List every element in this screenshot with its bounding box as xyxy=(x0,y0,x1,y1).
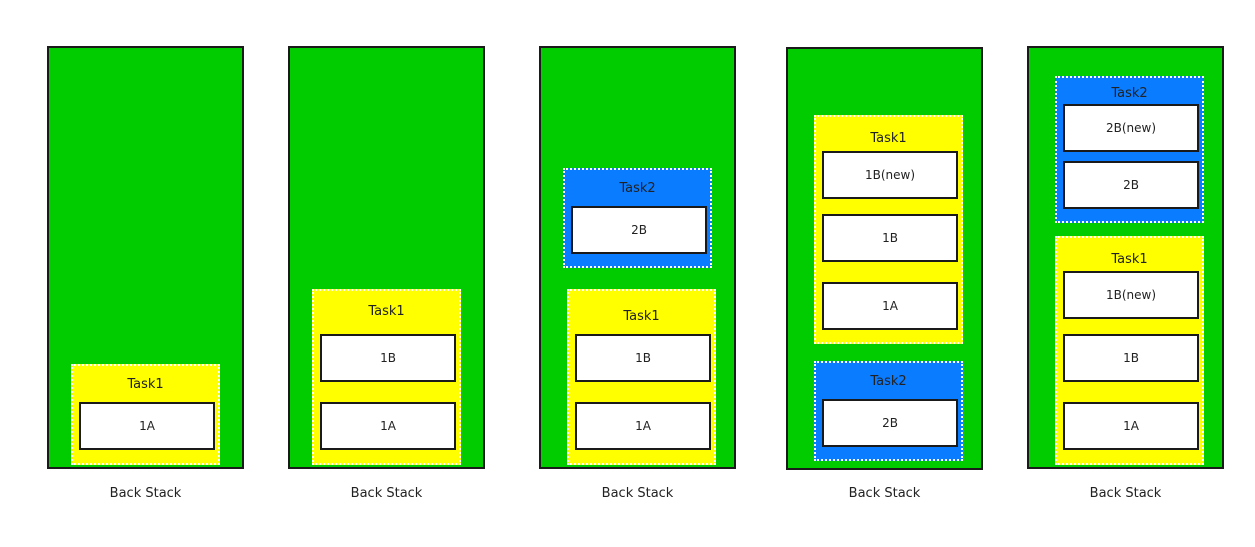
task-label: Task1 xyxy=(623,309,660,324)
activity-1b-new: 1B(new) xyxy=(822,151,958,199)
activity-1a: 1A xyxy=(575,402,711,450)
task2-stack-5: Task2 2B(new) 2B xyxy=(1055,76,1204,223)
activity-1a: 1A xyxy=(1063,402,1199,450)
activity-1b: 1B xyxy=(320,334,456,382)
task1-stack-5: Task1 1B(new) 1B 1A xyxy=(1055,236,1204,465)
activity-1b: 1B xyxy=(1063,334,1199,382)
activity-1b: 1B xyxy=(575,334,711,382)
activity-2b: 2B xyxy=(571,206,707,254)
task1-stack-2: Task1 1B 1A xyxy=(312,289,461,465)
back-stack-caption-3: Back Stack xyxy=(601,486,674,501)
task-label: Task1 xyxy=(127,377,164,392)
task-label: Task1 xyxy=(1111,252,1148,267)
back-stack-caption-1: Back Stack xyxy=(109,486,182,501)
task1-stack-1: Task1 1A xyxy=(71,364,220,465)
task1-stack-3: Task1 1B 1A xyxy=(567,289,716,465)
task2-stack-4: Task2 2B xyxy=(814,361,963,461)
task-label: Task2 xyxy=(870,374,907,389)
back-stack-caption-2: Back Stack xyxy=(350,486,423,501)
activity-1b-new: 1B(new) xyxy=(1063,271,1199,319)
activity-2b: 2B xyxy=(1063,161,1199,209)
activity-1a: 1A xyxy=(320,402,456,450)
task-label: Task1 xyxy=(368,304,405,319)
activity-2b: 2B xyxy=(822,399,958,447)
activity-1a: 1A xyxy=(79,402,215,450)
activity-2b-new: 2B(new) xyxy=(1063,104,1199,152)
task1-stack-4: Task1 1B(new) 1B 1A xyxy=(814,115,963,344)
task-label: Task1 xyxy=(870,131,907,146)
activity-1a: 1A xyxy=(822,282,958,330)
activity-1b: 1B xyxy=(822,214,958,262)
back-stack-caption-4: Back Stack xyxy=(848,486,921,501)
back-stack-caption-5: Back Stack xyxy=(1089,486,1162,501)
task-label: Task2 xyxy=(619,181,656,196)
task2-stack-3: Task2 2B xyxy=(563,168,712,268)
task-label: Task2 xyxy=(1111,86,1148,101)
